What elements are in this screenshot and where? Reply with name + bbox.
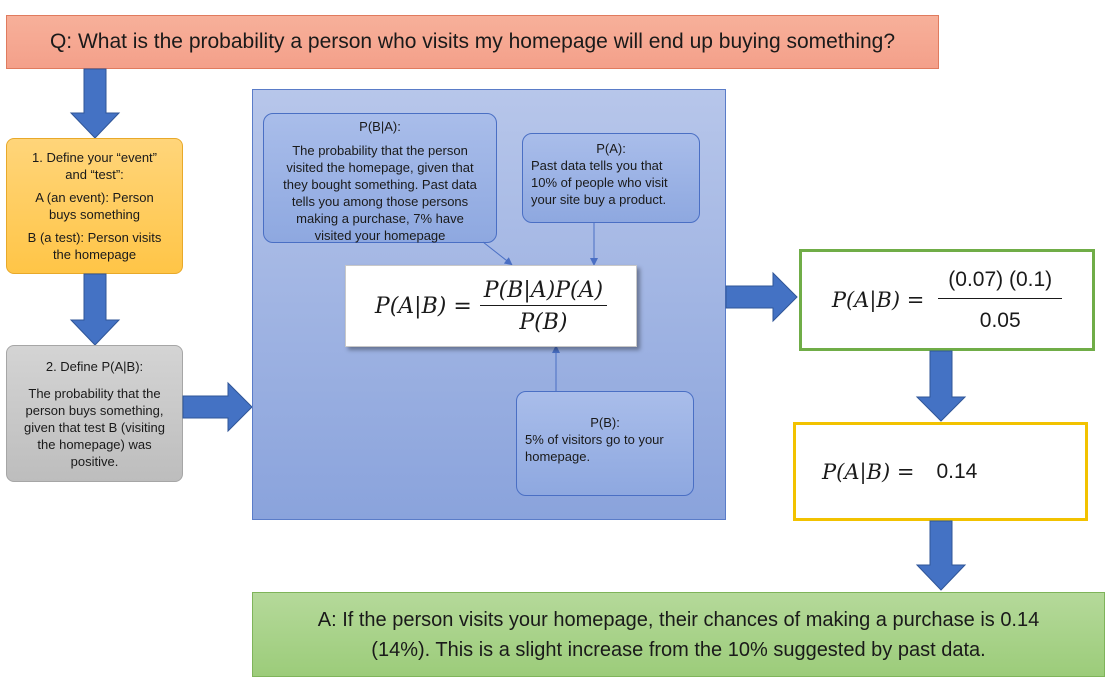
formula-denominator: P(B) [519,309,568,335]
step1-event-a-line2: buys something [48,207,141,222]
step2-title: 2. Define P(A|B): [45,358,144,374]
arrow-down-icon [915,350,967,422]
step2-line: person buys something, [25,402,164,418]
arrow-down-icon [69,273,121,346]
callout-line: making a purchase, 7% have [296,211,464,226]
callout-line: visited your homepage [314,228,446,243]
callout-line: they bought something. Past data [283,177,477,192]
step2-line: given that test B (visiting [24,419,165,435]
arrow-down-icon [69,68,121,139]
answer-line2: (14%). This is a slight increase from th… [371,638,986,661]
formula-lhs: P(A|B) = [374,293,472,319]
result-box: P(A|B) = 0.14 [793,422,1088,521]
step1-test-b-line1: B (a test): Person visits [27,230,162,245]
calc-numerator: (0.07) (0.1) [938,268,1063,299]
callout-title: P(A): [596,141,626,156]
bayes-formula-box: P(A|B) = P(B|A)P(A) P(B) [345,265,637,347]
callout-line: homepage. [525,449,591,464]
calc-lhs: P(A|B) = [831,288,925,312]
calculation-box: P(A|B) = (0.07) (0.1) 0.05 [799,249,1095,351]
callout-p-a: P(A): Past data tells you that 10% of pe… [522,133,700,223]
formula-fraction: P(B|A)P(A) P(B) [479,278,608,335]
callout-line: your site buy a product. [531,192,667,207]
calc-denominator: 0.05 [979,308,1021,332]
arrow-right-icon [182,381,253,433]
calc-fraction: (0.07) (0.1) 0.05 [938,268,1063,333]
callout-p-b: P(B): 5% of visitors go to your homepage… [516,391,694,496]
arrow-right-icon [725,271,798,323]
result-lhs: P(A|B) = [822,459,915,484]
callout-line: 5% of visitors go to your [525,432,664,447]
question-text: Q: What is the probability a person who … [49,30,896,53]
step1-define-event-box: 1. Define your “event” and “test”: A (an… [6,138,183,274]
callout-title: P(B): [590,415,620,430]
step1-event-a-line1: A (an event): Person [35,190,154,205]
answer-line1: A: If the person visits your homepage, t… [317,608,1040,631]
step2-line: The probability that the [28,385,161,401]
callout-line: Past data tells you that [531,158,663,173]
callout-line: visited the homepage, given that [286,160,474,175]
step1-heading-line2: and “test”: [65,167,124,182]
step1-test-b-line2: the homepage [52,247,137,262]
connector-pba-line [482,241,513,266]
answer-banner: A: If the person visits your homepage, t… [252,592,1105,677]
step2-line: positive. [70,453,119,469]
callout-line: The probability that the person [292,143,468,158]
question-banner: Q: What is the probability a person who … [6,15,939,69]
callout-line: 10% of people who visit [531,175,668,190]
bayes-theorem-panel: P(B|A): The probability that the person … [252,89,726,520]
callout-p-b-given-a: P(B|A): The probability that the person … [263,113,497,243]
formula-numerator: P(B|A)P(A) [479,278,608,306]
step2-line: the homepage) was [37,436,152,452]
callout-title: P(B|A): [359,119,401,134]
result-value: 0.14 [936,459,978,483]
callout-line: tells you among those persons [291,194,469,209]
arrow-down-icon [915,520,967,591]
connector-lines [482,223,598,391]
step2-define-conditional-box: 2. Define P(A|B): The probability that t… [6,345,183,482]
step1-heading-line1: 1. Define your “event” [31,150,157,165]
